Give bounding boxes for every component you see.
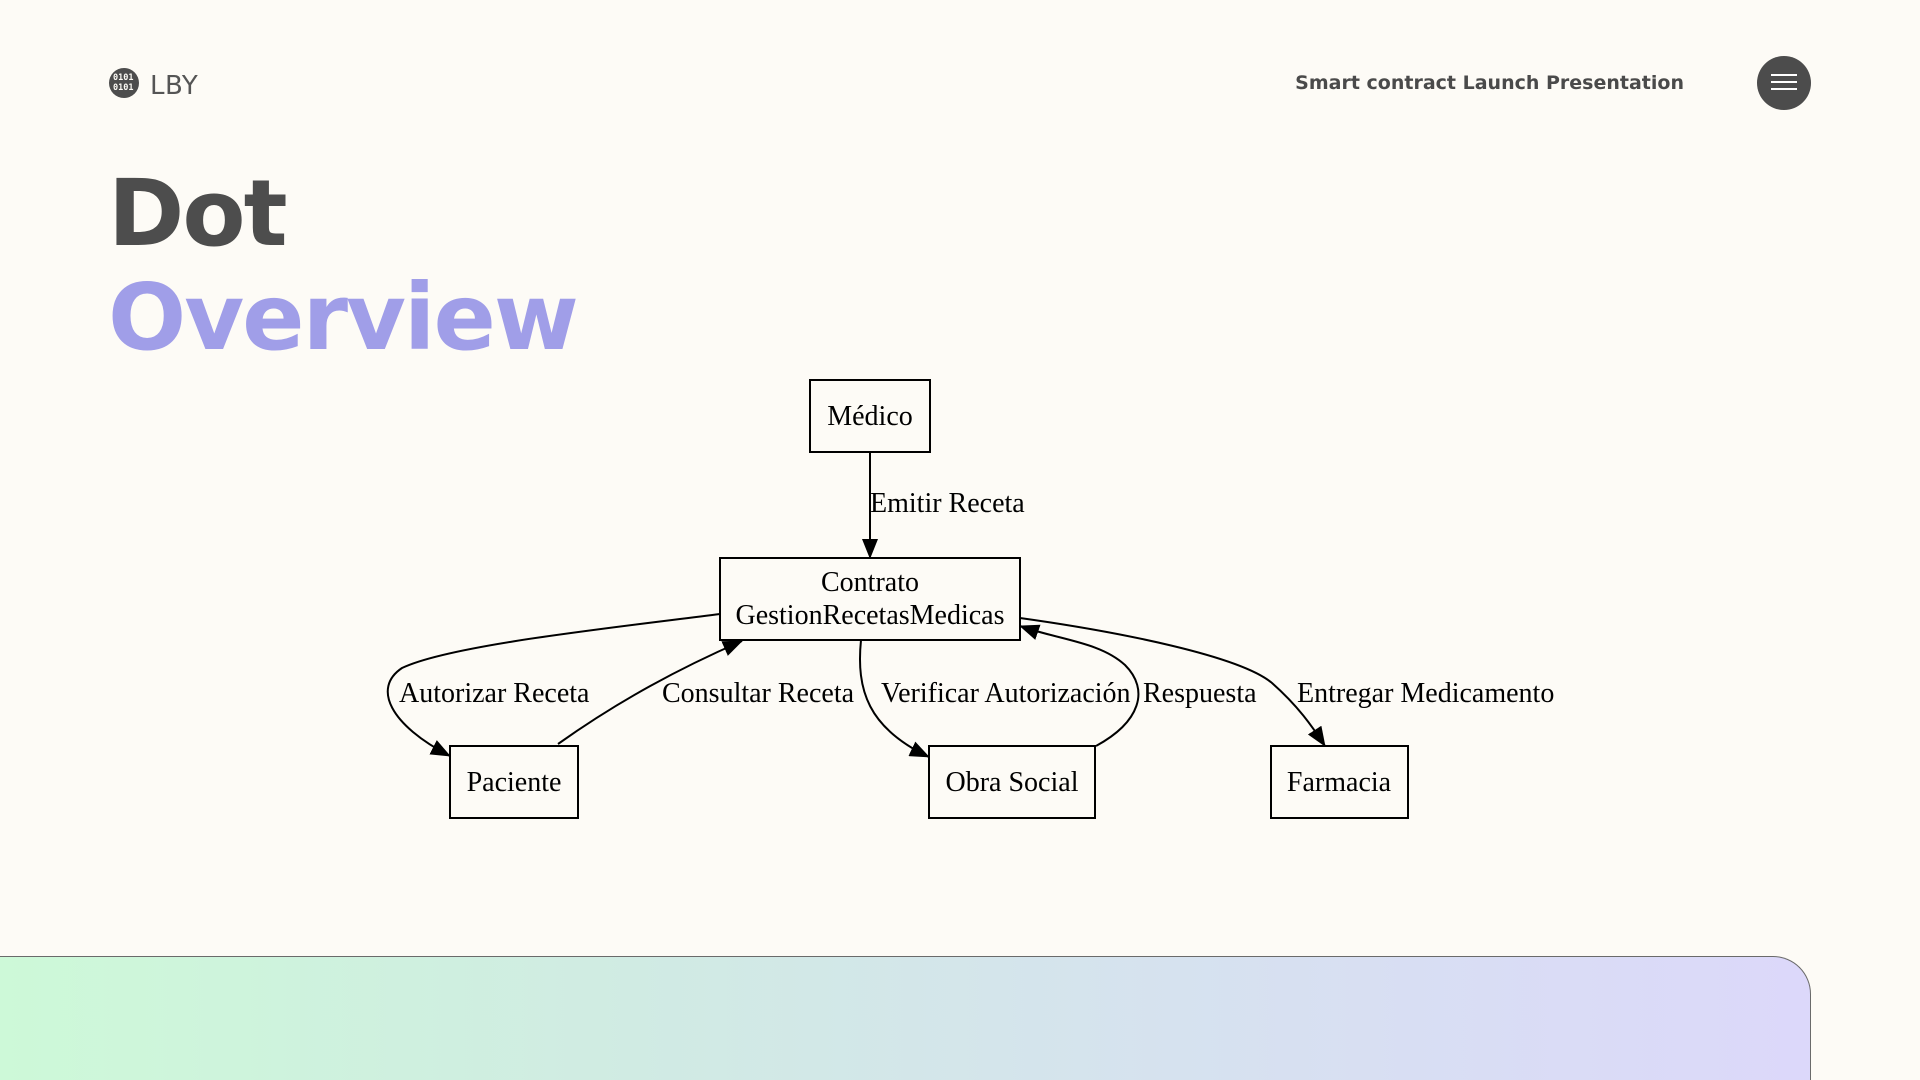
node-farmacia-box xyxy=(1270,745,1409,819)
menu-button[interactable] xyxy=(1757,56,1811,110)
edge-autorizar-receta xyxy=(386,613,721,757)
edge-consultar-receta xyxy=(557,640,743,745)
node-contrato-label-line2: GestionRecetasMedicas xyxy=(735,600,1004,631)
edge-label-entregar-medicamento: Entregar Medicamento xyxy=(1297,678,1554,709)
node-obra-social-label: Obra Social xyxy=(946,767,1079,798)
binary-globe-icon: 0101 0101 xyxy=(108,67,140,104)
hero-title-dot: Dot xyxy=(108,160,288,267)
hero-title-overview: Overview xyxy=(108,264,579,371)
svg-text:0101: 0101 xyxy=(113,73,133,83)
edge-label-respuesta: Respuesta xyxy=(1143,678,1257,709)
edge-label-emitir-receta: Emitir Receta xyxy=(870,488,1025,519)
logo-text: LBY xyxy=(150,70,199,101)
node-medico-label: Médico xyxy=(827,401,913,432)
node-medico-box xyxy=(809,379,931,453)
node-contrato-label-line1: Contrato xyxy=(821,567,919,598)
diagram-edges xyxy=(386,452,1326,758)
edge-verificar-autorizacion xyxy=(859,639,930,758)
hamburger-menu-icon xyxy=(1771,72,1797,95)
node-farmacia-label: Farmacia xyxy=(1287,767,1392,798)
edge-label-verificar-autorizacion: Verificar Autorización xyxy=(881,678,1131,709)
edge-label-autorizar-receta: Autorizar Receta xyxy=(399,678,590,709)
node-contrato-box xyxy=(719,557,1021,641)
node-paciente-box xyxy=(449,745,579,819)
presentation-title: Smart contract Launch Presentation xyxy=(1295,72,1684,94)
edge-label-consultar-receta: Consultar Receta xyxy=(662,678,855,709)
bottom-gradient-panel xyxy=(0,956,1811,1080)
flow-diagram: Médico Contrato GestionRecetasMedicas Pa… xyxy=(386,379,1554,819)
brand-logo[interactable]: 0101 0101 LBY xyxy=(108,67,198,104)
node-paciente-label: Paciente xyxy=(467,767,562,798)
node-obra-social-box xyxy=(928,745,1096,819)
edge-respuesta xyxy=(1019,624,1140,747)
svg-text:0101: 0101 xyxy=(113,83,133,93)
edge-entregar-medicamento xyxy=(1019,617,1326,747)
